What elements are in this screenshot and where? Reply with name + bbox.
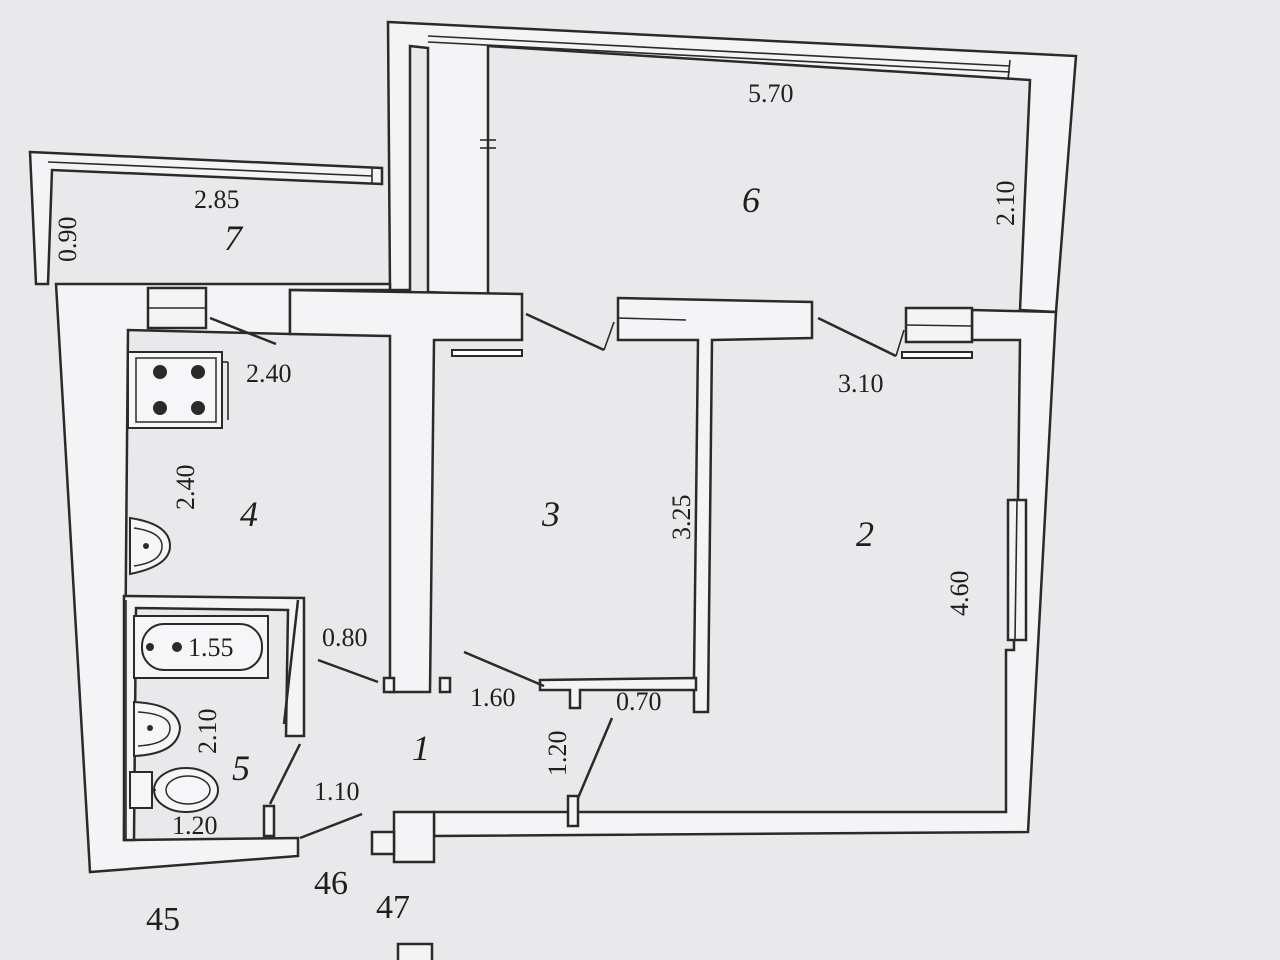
room-number-7: 7 — [224, 218, 244, 258]
wall-room3-bottom — [538, 676, 698, 710]
dim-room2-depth: 4.60 — [945, 571, 974, 617]
door-room3-arc — [603, 321, 615, 351]
entrance-wall-stub — [370, 830, 396, 856]
balcony-6-wall — [386, 20, 1078, 314]
dim-bath-width: 1.20 — [172, 811, 218, 840]
apartment-number-47: 47 — [376, 889, 410, 926]
dim-bath-tub: 1.55 — [188, 633, 234, 662]
room-number-5: 5 — [232, 748, 250, 788]
balcony-6-rail — [427, 41, 1011, 73]
room-number-2: 2 — [856, 514, 874, 554]
wall-block-line — [617, 317, 687, 321]
room-number-6: 6 — [742, 180, 760, 220]
balcony-6-rail — [1007, 59, 1011, 81]
dim-corridor-d: 1.20 — [543, 731, 572, 777]
bath-sink-icon — [133, 700, 182, 758]
dim-corridor-c: 0.70 — [616, 687, 662, 716]
window-line — [1014, 499, 1018, 641]
wall-bathroom — [122, 594, 306, 842]
apartment-number-46: 46 — [314, 865, 348, 902]
wall-stub — [438, 676, 452, 694]
room-number-3: 3 — [541, 494, 560, 534]
dim-kitchen-width: 2.40 — [246, 359, 292, 388]
stove-icon — [127, 351, 229, 429]
bathtub-icon — [133, 615, 269, 679]
toilet-icon — [129, 767, 219, 813]
door-room2 — [817, 316, 897, 358]
dim-kitchen-depth: 2.40 — [171, 465, 200, 511]
dim-corridor-b: 1.60 — [470, 683, 516, 712]
balcony-7-wall — [28, 150, 384, 286]
dim-balcony6-width: 2.10 — [991, 181, 1020, 227]
door-entrance — [299, 812, 363, 840]
dim-corridor-e: 1.10 — [314, 777, 360, 806]
dim-room2-width: 3.10 — [838, 369, 884, 398]
door-corridor-room3 — [463, 650, 545, 688]
wall-stub — [566, 794, 580, 828]
balcony-7-rail — [47, 161, 373, 177]
door-corridor — [317, 658, 379, 684]
door-bathroom-2 — [282, 599, 300, 725]
dim-balcony6-length: 5.70 — [748, 79, 794, 108]
outer-wall-right — [432, 308, 1058, 838]
kitchen-sink-icon — [129, 516, 172, 576]
door-kitchen — [209, 316, 277, 346]
outer-wall — [54, 282, 392, 874]
wall-block-line — [905, 324, 973, 327]
apartment-number-45: 45 — [146, 901, 180, 938]
dim-balcony7-length: 2.85 — [194, 185, 240, 214]
radiator-room3 — [451, 349, 523, 357]
dim-corridor-a: 0.80 — [322, 623, 368, 652]
wall-stub — [382, 676, 396, 694]
door-room2-bottom — [576, 717, 614, 799]
door-room3 — [525, 312, 605, 352]
wall-kitchen-room3 — [288, 288, 524, 694]
dim-balcony7-width: 0.90 — [53, 217, 82, 263]
entrance-wall — [392, 810, 436, 864]
wall-room3-room2 — [616, 296, 814, 714]
door-room2-arc — [895, 329, 905, 357]
dim-room3-depth: 3.25 — [667, 495, 696, 541]
neighbor-wall — [396, 942, 434, 960]
door-bathroom — [268, 743, 302, 805]
room-number-4: 4 — [240, 494, 258, 534]
dim-bath-depth: 2.10 — [193, 709, 222, 755]
room-number-1: 1 — [412, 728, 430, 768]
radiator-room2 — [901, 351, 973, 359]
door-jamb — [262, 804, 276, 838]
balcony-6-rail — [427, 35, 1011, 67]
